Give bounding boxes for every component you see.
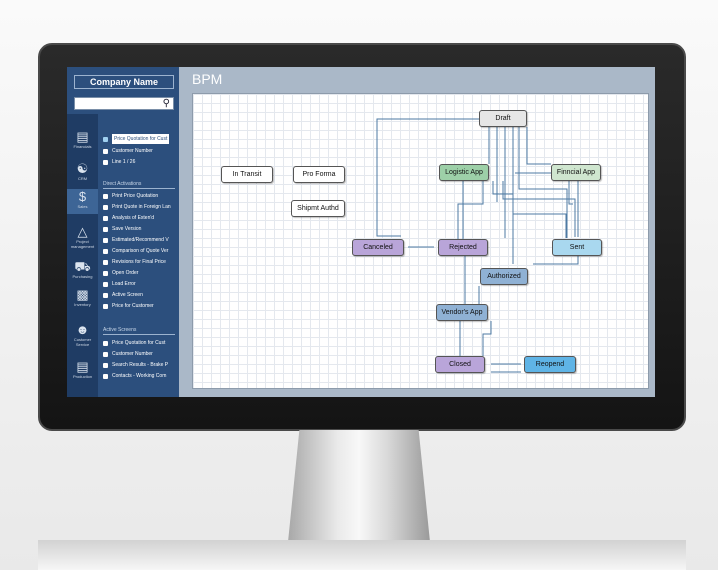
document-icon	[103, 259, 108, 265]
document-icon	[103, 215, 108, 221]
monitor-stand	[288, 430, 430, 542]
action-item[interactable]: Price for Customer	[103, 301, 154, 311]
module-production[interactable]: ▤Production	[67, 359, 98, 379]
active-screen-item[interactable]: Customer Number	[103, 349, 153, 359]
handshake-icon: ☯	[76, 161, 89, 176]
action-item[interactable]: Active Screen	[103, 290, 143, 300]
play-icon	[103, 351, 108, 357]
module-financials[interactable]: ▤Financials	[67, 129, 98, 149]
document-icon	[103, 303, 108, 309]
bullet-icon	[103, 148, 108, 154]
action-item[interactable]: Open Order	[103, 268, 138, 278]
legend-node-pro-forma[interactable]: Pro Forma	[293, 166, 345, 183]
truck-icon: ⛟	[74, 259, 91, 274]
connector	[376, 118, 479, 237]
action-item[interactable]: Print Price Quotation	[103, 191, 158, 201]
module-customer-service[interactable]: ☻Customer Service	[67, 322, 98, 347]
bar-chart-icon: ▤	[76, 129, 89, 144]
node-logistic-app[interactable]: Logistic App	[439, 164, 489, 181]
play-icon	[103, 373, 108, 379]
legend-node-in-transit[interactable]: In Transit	[221, 166, 273, 183]
action-item[interactable]: Estimated/Recommend V	[103, 235, 169, 245]
module-purchasing[interactable]: ⛟Purchasing	[67, 259, 98, 279]
factory-icon: ▤	[76, 359, 89, 374]
bpm-canvas[interactable]: In Transit Pro Forma Shipmt Authd Draft …	[192, 93, 649, 389]
node-finncial-app[interactable]: Finncial App	[551, 164, 601, 181]
connector	[482, 321, 492, 356]
node-sent[interactable]: Sent	[552, 239, 602, 256]
sidebar: Company Name ⚲ ▤Financials ☯CRM $Sales △…	[67, 67, 179, 397]
section-active-screens: Active Screens	[103, 327, 175, 335]
document-icon	[103, 193, 108, 199]
screen: Company Name ⚲ ▤Financials ☯CRM $Sales △…	[67, 67, 655, 397]
section-direct-activations: Direct Activations	[103, 181, 175, 189]
page-title: BPM	[192, 71, 223, 87]
desk-surface	[38, 540, 686, 570]
play-icon	[103, 362, 108, 368]
workflow-connectors	[376, 118, 579, 373]
action-item[interactable]: Comparison of Quote Ver	[103, 246, 168, 256]
org-chart-icon: △	[77, 224, 88, 239]
search-input[interactable]: ⚲	[74, 97, 174, 110]
node-vendors-app[interactable]: Vendor's App	[436, 304, 488, 321]
dollar-icon: $	[78, 189, 87, 204]
play-icon	[103, 292, 108, 298]
module-iconbar: ▤Financials ☯CRM $Sales △Project managem…	[67, 114, 98, 397]
play-icon	[103, 237, 108, 243]
search-icon[interactable]: ⚲	[162, 98, 170, 109]
company-name: Company Name	[74, 75, 174, 89]
boxes-icon: ▩	[76, 287, 89, 302]
document-icon	[103, 204, 108, 210]
node-draft[interactable]: Draft	[479, 110, 527, 127]
play-icon	[103, 270, 108, 276]
sidebar-item-line[interactable]: Line 1 / 26	[103, 157, 135, 167]
sidebar-item-customer-number[interactable]: Customer Number	[103, 146, 153, 156]
gear-icon	[103, 136, 108, 142]
play-icon	[103, 281, 108, 287]
module-project-management[interactable]: △Project management	[67, 224, 98, 249]
connector	[533, 255, 579, 265]
action-item[interactable]: Load Error	[103, 279, 136, 289]
connector	[568, 181, 573, 205]
action-item[interactable]: Revisions for Final Price	[103, 257, 166, 267]
connector	[502, 181, 576, 237]
legend-node-shipmt-authd[interactable]: Shipmt Authd	[291, 200, 345, 217]
save-icon	[103, 226, 108, 232]
sidebar-item-price-quotation[interactable]: Price Quotation for Cust	[103, 134, 170, 144]
active-screen-item[interactable]: Search Results - Brake P	[103, 360, 168, 370]
action-item[interactable]: Save Version	[103, 224, 141, 234]
node-canceled[interactable]: Canceled	[352, 239, 404, 256]
node-reopend[interactable]: Reopend	[524, 356, 576, 373]
node-closed[interactable]: Closed	[435, 356, 485, 373]
main-panel: BPM	[179, 67, 655, 397]
bullet-icon	[103, 159, 108, 165]
active-screen-item[interactable]: Price Quotation for Cust	[103, 338, 165, 348]
connector	[512, 127, 567, 238]
connector	[457, 181, 484, 239]
module-sales[interactable]: $Sales	[67, 189, 98, 214]
action-item[interactable]: Print Quote in Foreign Lan	[103, 202, 171, 212]
person-icon: ☻	[75, 322, 90, 337]
active-screen-item[interactable]: Contacts - Working Com	[103, 371, 166, 381]
node-rejected[interactable]: Rejected	[438, 239, 488, 256]
action-item[interactable]: Analysis of Exten'd	[103, 213, 154, 223]
module-inventory[interactable]: ▩Inventory	[67, 287, 98, 307]
module-crm[interactable]: ☯CRM	[67, 161, 98, 181]
connector	[518, 127, 568, 238]
node-authorized[interactable]: Authorized	[480, 268, 528, 285]
connector	[526, 127, 551, 165]
document-icon	[103, 248, 108, 254]
play-icon	[103, 340, 108, 346]
